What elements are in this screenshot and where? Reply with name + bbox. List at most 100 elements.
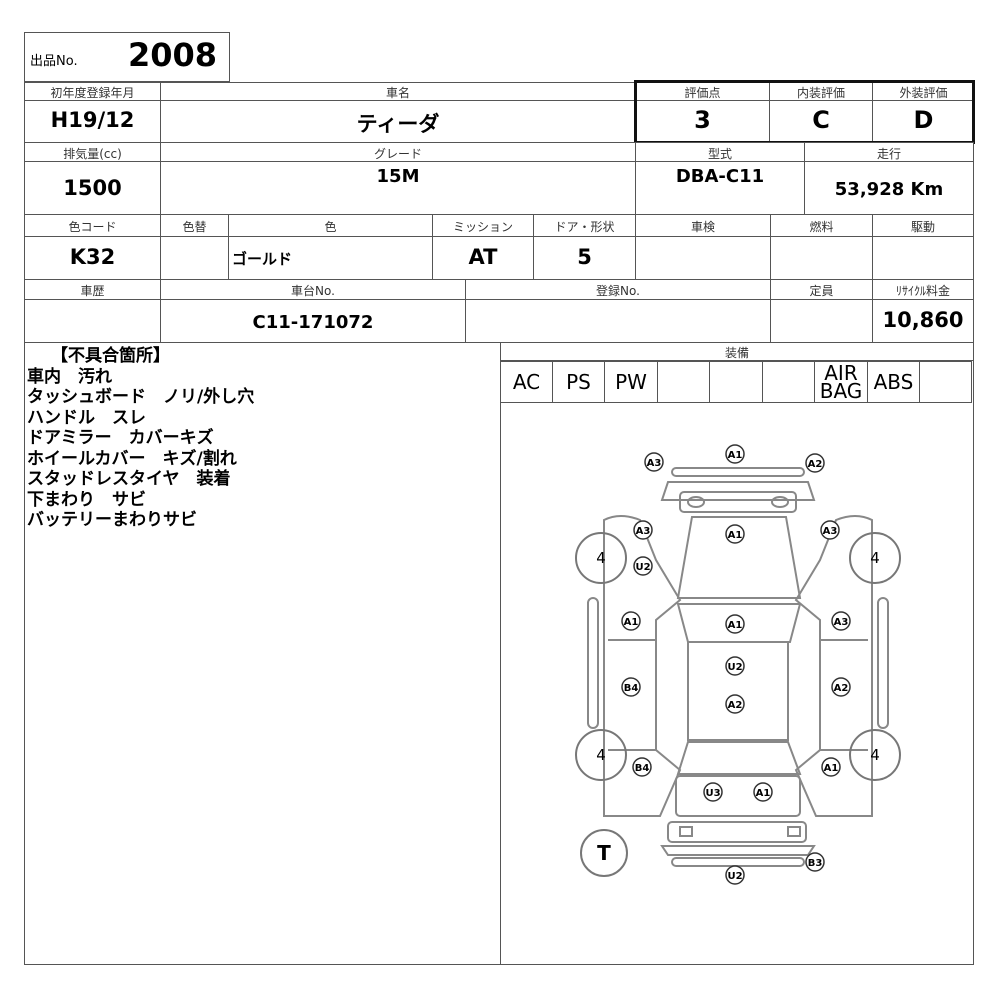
svg-text:U3: U3 (705, 788, 720, 799)
defect-item: スタッドレスタイヤ 装着 (27, 469, 231, 489)
defect-item: タッシュボード ノリ/外し穴 (27, 387, 255, 407)
mission-value: AT (468, 245, 498, 269)
displacement-label: 排気量(cc) (63, 147, 122, 161)
damage-mark: A1 (621, 611, 641, 631)
chassis-value: C11-171072 (252, 312, 374, 333)
svg-text:B4: B4 (624, 683, 639, 694)
first-reg-value: H19/12 (50, 108, 135, 132)
damage-mark: A3 (820, 520, 840, 540)
equip-abs: ABS (873, 370, 914, 394)
damage-mark: A1 (753, 782, 773, 802)
interior-label: 内装評価 (796, 86, 845, 100)
damage-mark: A1 (725, 614, 745, 634)
reg-no-label: 登録No. (596, 284, 640, 298)
damage-mark: B4 (632, 757, 652, 777)
svg-text:A1: A1 (728, 620, 743, 631)
equipment-label: 装備 (724, 346, 749, 360)
damage-mark: A2 (805, 453, 825, 473)
inspection-label: 車検 (690, 220, 715, 234)
damage-mark: B4 (621, 677, 641, 697)
defects-title: 【不具合箇所】 (51, 346, 170, 366)
model-label: 型式 (707, 147, 732, 161)
door-label: ドア・形状 (554, 220, 615, 234)
mileage-value: 53,928 Km (834, 179, 944, 200)
damage-mark: A3 (831, 611, 851, 631)
exterior-label: 外装評価 (899, 86, 948, 100)
defect-item: バッテリーまわりサビ (27, 510, 197, 530)
svg-text:A2: A2 (728, 700, 743, 711)
svg-text:A1: A1 (728, 530, 743, 541)
capacity-label: 定員 (809, 284, 834, 298)
svg-text:A1: A1 (756, 788, 771, 799)
spare-tire: T (597, 841, 611, 865)
equip-ac: AC (512, 370, 541, 394)
damage-mark: U2 (725, 656, 745, 676)
mission-label: ミッション (452, 220, 513, 234)
damage-marks: A1 A2 A3 A1 A3 U2 A3 A1 A1 A3 A1 U2 A2 B… (0, 0, 851, 885)
lot-box (24, 32, 230, 82)
damage-mark: A1 (821, 757, 841, 777)
recycle-value: 10,860 (882, 308, 964, 332)
svg-text:U2: U2 (635, 562, 650, 573)
svg-text:A3: A3 (834, 617, 849, 628)
damage-mark: A2 (725, 694, 745, 714)
damage-mark: A1 (725, 524, 745, 544)
tire-rear-right: 4 (870, 746, 880, 764)
defect-item: ハンドル スレ (27, 407, 146, 428)
svg-text:A2: A2 (808, 459, 823, 470)
grade-label: グレード (373, 147, 422, 161)
defect-item: 車内 汚れ (27, 366, 112, 387)
svg-text:A3: A3 (823, 526, 838, 537)
grade-value: 15M (376, 166, 420, 187)
damage-mark: A3 (633, 520, 653, 540)
drive-label: 駆動 (910, 220, 935, 234)
damage-mark: B3 (805, 852, 825, 872)
defect-item: ホイールカバー キズ/割れ (27, 448, 237, 469)
svg-text:A3: A3 (647, 458, 662, 469)
defect-item: 下まわり サビ (27, 489, 146, 510)
displacement-value: 1500 (63, 176, 122, 200)
svg-text:A1: A1 (824, 763, 839, 774)
damage-mark: A2 (831, 677, 851, 697)
color-value: ゴールド (232, 250, 293, 268)
defect-item: ドアミラー カバーキズ (27, 428, 214, 448)
color-label: 色 (324, 220, 337, 234)
damage-mark: A1 (725, 444, 745, 464)
color-code-value: K32 (69, 245, 116, 269)
score-label: 評価点 (684, 86, 721, 100)
mileage-label: 走行 (876, 147, 901, 161)
equip-pw: PW (615, 370, 647, 394)
damage-mark: U2 (725, 865, 745, 885)
recycle-label: ﾘｻｲｸﾙ料金 (895, 284, 950, 298)
damage-mark: A3 (644, 452, 664, 472)
tire-front-right: 4 (870, 549, 880, 567)
damage-mark: A1 (0, 0, 7, 3)
color-code-label: 色コード (68, 220, 117, 234)
lot-number: 2008 (128, 36, 218, 74)
car-name-value: ティーダ (356, 112, 440, 136)
lot-label: 出品No. (30, 54, 78, 69)
history-label: 車歴 (80, 284, 105, 298)
svg-text:U2: U2 (727, 662, 742, 673)
svg-text:B3: B3 (808, 858, 823, 869)
svg-text:A3: A3 (636, 526, 651, 537)
svg-text:B4: B4 (635, 763, 650, 774)
svg-text:A1: A1 (624, 617, 639, 628)
defects-list: 【不具合箇所】 車内 汚れ タッシュボード ノリ/外し穴 ハンドル スレ ドアミ… (27, 346, 254, 531)
car-outline (575, 467, 901, 877)
score-value: 3 (694, 106, 711, 134)
equip-airbag: AIR BAG (819, 361, 863, 403)
damage-mark: U3 (703, 782, 723, 802)
equip-ps: PS (566, 370, 591, 394)
svg-text:A1: A1 (728, 450, 743, 461)
model-value: DBA-C11 (675, 166, 765, 187)
tire-front-left: 4 (596, 549, 606, 567)
tire-rear-left: 4 (596, 746, 606, 764)
fuel-label: 燃料 (809, 220, 834, 234)
damage-mark: U2 (633, 556, 653, 576)
first-reg-label: 初年度登録年月 (50, 86, 135, 100)
exterior-value: D (913, 106, 934, 134)
door-value: 5 (577, 245, 592, 269)
interior-value: C (812, 106, 830, 134)
